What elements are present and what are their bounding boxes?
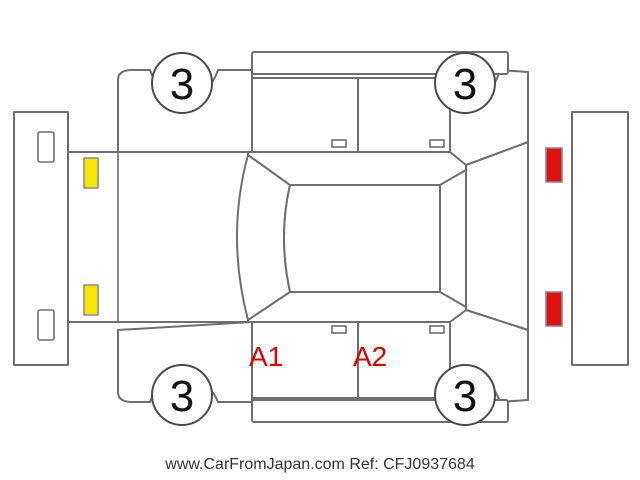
left-headlight — [83, 157, 99, 189]
score-front-right: 3 — [151, 364, 213, 426]
rear-window — [439, 169, 467, 308]
svg-text:3: 3 — [170, 60, 194, 109]
svg-text:3: 3 — [170, 372, 194, 421]
front-bumper — [13, 111, 69, 366]
score-rear-right: 3 — [434, 364, 496, 426]
svg-text:3: 3 — [453, 60, 477, 109]
watermark-text: www.CarFromJapan.com Ref: CFJ0937684 — [165, 456, 475, 473]
score-front-left: 3 — [151, 52, 213, 114]
right-headlight — [83, 284, 99, 316]
rear-bumper — [571, 111, 629, 366]
windshield — [236, 154, 291, 321]
score-rear-left: 3 — [434, 52, 496, 114]
svg-text:3: 3 — [453, 372, 477, 421]
right-taillight — [545, 291, 563, 327]
roof — [283, 184, 441, 293]
left-taillight — [545, 147, 563, 183]
damage-code-a2: A2 — [353, 341, 387, 372]
damage-code-a1: A1 — [249, 341, 283, 372]
trunk-lid — [465, 141, 529, 331]
